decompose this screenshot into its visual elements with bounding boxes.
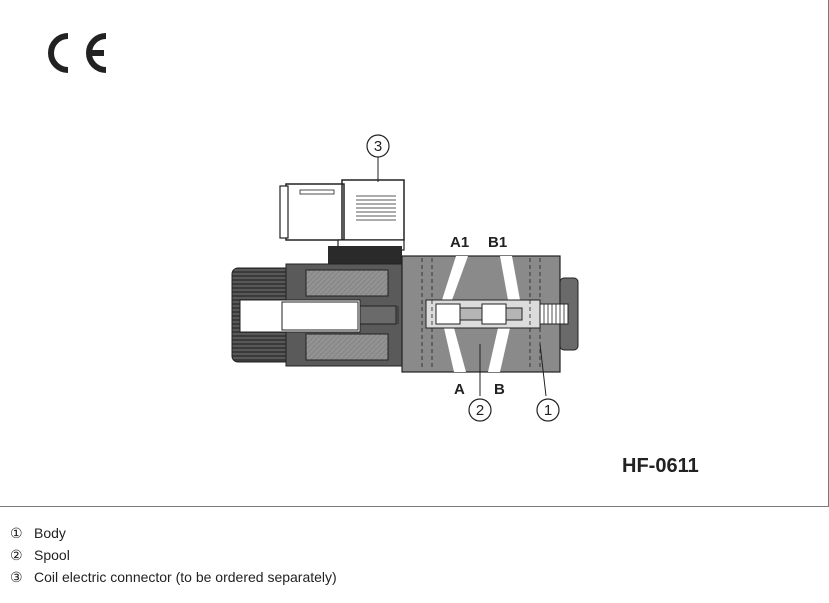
callout-2: 2	[468, 398, 492, 422]
callout-1: 1	[536, 398, 560, 422]
legend-number: ③	[10, 569, 23, 585]
model-code: HF-0611	[622, 455, 699, 477]
port-label-a: A	[454, 381, 465, 398]
callout-3: 3	[366, 134, 390, 158]
svg-text:3: 3	[374, 138, 382, 155]
legend-item-connector: ③ Coil electric connector (to be ordered …	[10, 566, 337, 588]
solenoid	[231, 263, 415, 367]
legend-text: Body	[34, 525, 66, 541]
coil-connector	[279, 179, 405, 251]
legend-item-body: ① Body	[10, 522, 337, 544]
port-label-b: B	[494, 381, 505, 398]
port-label-b1: B1	[488, 234, 507, 251]
legend-item-spool: ② Spool	[10, 544, 337, 566]
legend-number: ①	[10, 525, 23, 541]
ce-mark-logo	[48, 33, 107, 73]
svg-text:2: 2	[476, 402, 484, 419]
legend: ① Body ② Spool ③ Coil electric connector (t…	[10, 522, 337, 588]
port-label-a1: A1	[450, 234, 469, 251]
legend-number: ②	[10, 547, 23, 563]
valve-body	[401, 255, 579, 373]
legend-text: Coil electric connector (to be ordered s…	[34, 569, 337, 585]
legend-text: Spool	[34, 547, 70, 563]
svg-text:1: 1	[544, 402, 552, 419]
valve-cross-section: A1 B1 A B 3 2 1	[231, 134, 579, 422]
